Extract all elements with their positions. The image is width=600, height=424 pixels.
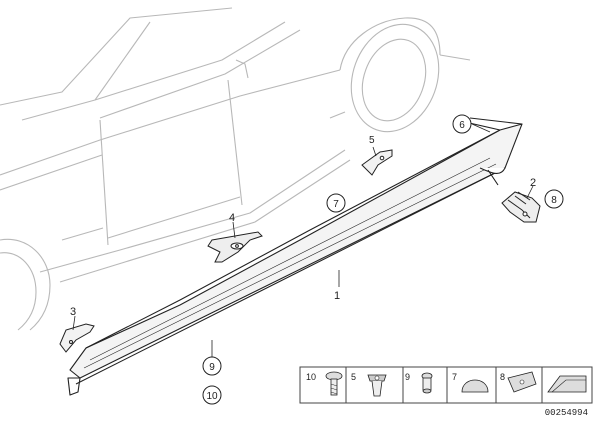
svg-text:7: 7: [452, 372, 457, 382]
rear-clip-part: [501, 191, 541, 223]
svg-text:5: 5: [351, 372, 356, 382]
legend-item-cap: 7: [452, 372, 489, 393]
callout-9-circle: 9: [202, 356, 222, 376]
callout-3: 3: [70, 306, 76, 318]
svg-text:10: 10: [206, 391, 218, 402]
callout-10-circle: 10: [202, 385, 222, 405]
svg-text:6: 6: [459, 120, 465, 131]
document-number: 00254994: [545, 408, 588, 418]
callout-2: 2: [530, 177, 536, 189]
svg-text:7: 7: [333, 199, 339, 210]
callout-1: 1: [334, 290, 340, 302]
svg-text:9: 9: [405, 372, 410, 382]
bracket-part-5: [361, 149, 393, 176]
legend-item-clip: 5: [351, 372, 387, 397]
svg-text:10: 10: [306, 372, 316, 382]
legend-strip: 10 5 9 7 8: [299, 366, 593, 404]
legend-item-screw: 10: [306, 371, 343, 396]
callout-8-circle: 8: [544, 189, 564, 209]
svg-text:8: 8: [551, 195, 557, 206]
side-sill-part: [67, 117, 523, 396]
svg-text:5: 5: [369, 135, 375, 146]
legend-item-pin: 9: [405, 372, 433, 394]
jack-pad-part-4: [207, 231, 263, 263]
callout-5-circle: 5: [369, 135, 375, 146]
leader-lines: [72, 123, 534, 357]
svg-text:9: 9: [209, 362, 215, 373]
legend-item-shape: [547, 375, 587, 393]
bracket-part-3: [59, 323, 95, 353]
callout-4: 4: [229, 212, 235, 224]
car-body-outline: [0, 7, 471, 331]
svg-text:8: 8: [500, 372, 505, 382]
callout-6-circle: 6: [452, 114, 472, 134]
callout-7-circle: 7: [326, 193, 346, 213]
legend-item-nut-clip: 8: [500, 371, 537, 393]
